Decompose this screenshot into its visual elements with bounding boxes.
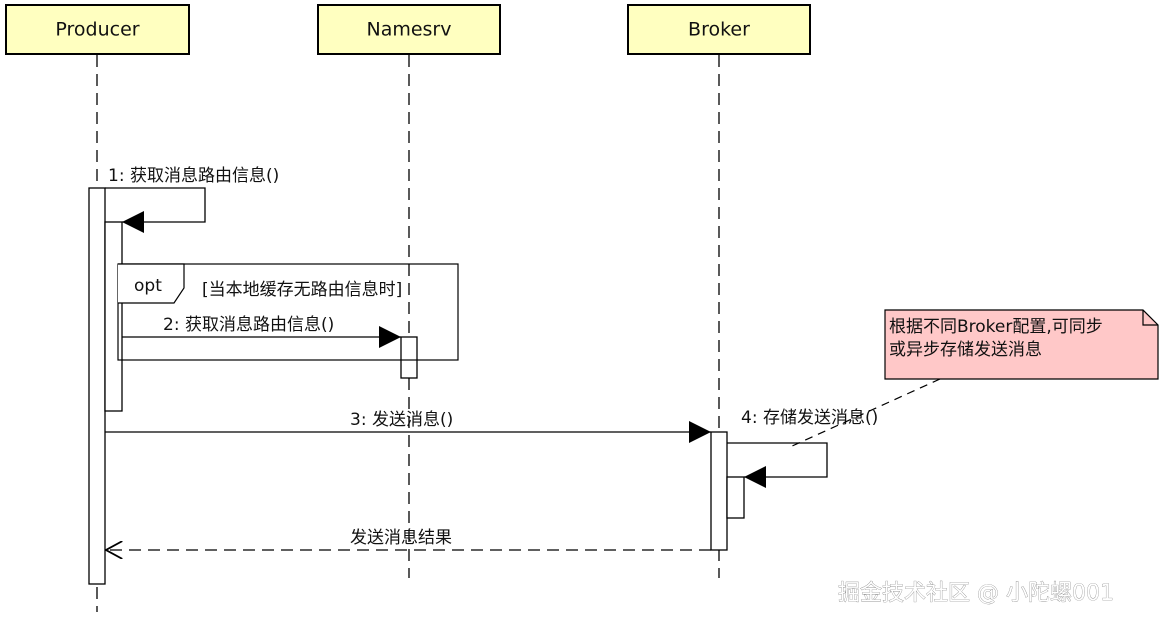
note-line-2: 或异步存储发送消息 [889,340,1042,360]
note: 根据不同Broker配置,可同步 或异步存储发送消息 [789,309,1159,448]
opt-fragment-operator: opt [134,276,162,296]
participant-broker-label: Broker [688,19,750,41]
opt-fragment: opt [当本地缓存无路由信息时] [117,263,459,361]
activation-broker-main [710,431,728,551]
participant-broker: Broker [627,4,811,55]
activation-producer-main [88,187,106,585]
message-4: 4: 存储发送消息() [727,408,878,488]
message-return-label: 发送消息结果 [350,528,452,548]
message-3-label: 3: 发送消息() [350,410,453,430]
message-1-label: 1: 获取消息路由信息() [108,166,279,186]
message-1: 1: 获取消息路由信息() [105,166,279,233]
activation-producer-nested [104,221,123,412]
message-return: 发送消息结果 [106,528,711,550]
watermark: 掘金技术社区 @ 小陀螺001 [838,581,1114,606]
participant-producer-label: Producer [55,19,139,41]
participant-namesrv-label: Namesrv [366,19,451,41]
participant-producer: Producer [5,4,190,55]
note-line-1: 根据不同Broker配置,可同步 [889,317,1103,337]
activation-namesrv [400,336,418,379]
participant-namesrv: Namesrv [317,4,501,55]
message-2-label: 2: 获取消息路由信息() [163,315,334,335]
activation-broker-nested [726,476,745,519]
message-2: 2: 获取消息路由信息() [122,315,401,348]
message-3: 3: 发送消息() [105,410,711,443]
message-4-label: 4: 存储发送消息() [741,408,878,428]
opt-fragment-guard: [当本地缓存无路由信息时] [202,280,402,300]
